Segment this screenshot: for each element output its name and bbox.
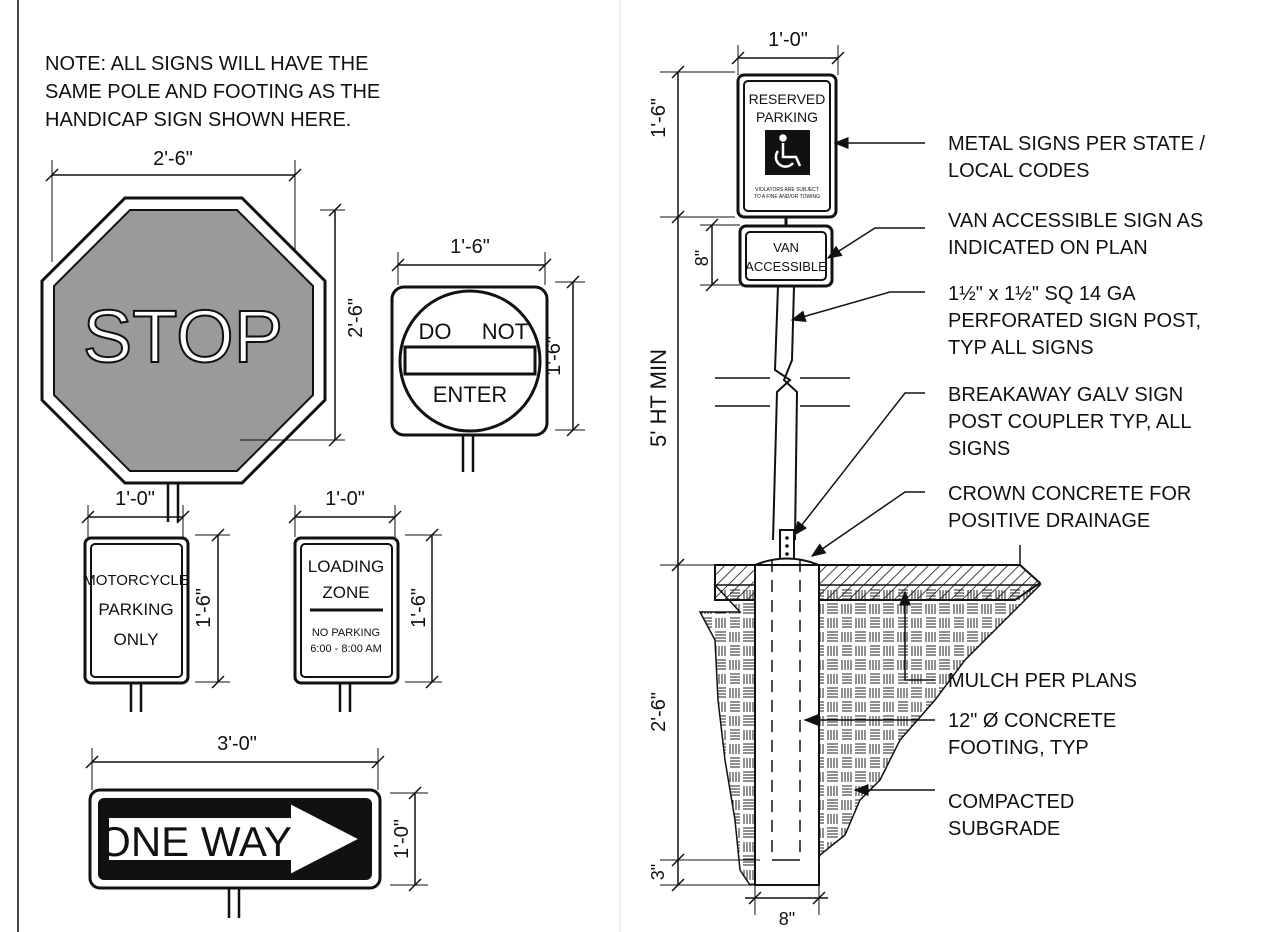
concrete-footing: [754, 564, 820, 886]
lz-line: LOADING: [308, 557, 385, 576]
lz-height-dim: 1'-6": [408, 588, 430, 628]
violators-line: TO A FINE AND/OR TOWING: [754, 194, 820, 200]
callout-line: INDICATED ON PLAN: [948, 237, 1148, 259]
do-not-enter-detail: 1'-6" DO NOT ENTER 1'-6": [390, 236, 585, 472]
callout-line: POSITIVE DRAINAGE: [948, 510, 1150, 532]
callout-line: TYP ALL SIGNS: [948, 337, 1094, 359]
callout-line: PERFORATED SIGN POST,: [948, 310, 1201, 332]
callout-line: CROWN CONCRETE FOR: [948, 483, 1191, 505]
sign-pole-detail: 1'-0" RESERVED PARKING VIOLATORS ARE SUB…: [646, 29, 1042, 929]
pole-footing-depth-dim: 2'-6": [648, 692, 670, 732]
general-note: NOTE: ALL SIGNS WILL HAVE THE SAME POLE …: [45, 53, 380, 131]
moto-width-dim: 1'-0": [115, 488, 155, 510]
van-line: ACCESSIBLE: [745, 259, 827, 274]
note-line: SAME POLE AND FOOTING AS THE: [45, 81, 380, 103]
lz-small-line: 6:00 - 8:00 AM: [310, 643, 382, 655]
compacted-subgrade: [698, 584, 1042, 886]
callout-line: VAN ACCESSIBLE SIGN AS: [948, 210, 1203, 232]
callout-line: COMPACTED: [948, 791, 1074, 813]
stop-text: STOP: [83, 295, 283, 378]
violators-line: VIOLATORS ARE SUBJECT: [755, 187, 819, 193]
pole-bottom-gap-dim: 3": [648, 864, 668, 880]
callout-line: SIGNS: [948, 438, 1010, 460]
moto-line: ONLY: [113, 630, 158, 649]
lz-small-line: NO PARKING: [312, 627, 380, 639]
pole-top-width-dim: 1'-0": [768, 29, 808, 51]
moto-line: MOTORCYCLE: [83, 572, 189, 589]
callout-line: FOOTING, TYP: [948, 737, 1089, 759]
dne-text-enter: ENTER: [433, 382, 508, 407]
pole-total-height-dim: 5' HT MIN: [646, 349, 671, 447]
stop-sign-detail: 2'-6" STOP 2'-6": [40, 148, 367, 522]
callout-line: METAL SIGNS PER STATE /: [948, 133, 1206, 155]
one-way-text: ONE WAY: [98, 818, 292, 865]
callouts: METAL SIGNS PER STATE / LOCAL CODES VAN …: [948, 133, 1206, 840]
lz-width-dim: 1'-0": [325, 488, 365, 510]
stop-width-dim: 2'-6": [153, 148, 193, 170]
loading-zone-sign-detail: 1'-0" LOADING ZONE NO PARKING 6:00 - 8:0…: [288, 488, 442, 712]
van-line: VAN: [773, 240, 799, 255]
dne-width-dim: 1'-6": [450, 236, 490, 258]
callout-line: POST COUPLER TYP, ALL: [948, 411, 1191, 433]
stop-height-dim: 2'-6": [345, 298, 367, 338]
ow-height-dim: 1'-0": [391, 819, 413, 859]
moto-height-dim: 1'-6": [193, 588, 215, 628]
dne-height-dim: 1'-6": [543, 336, 565, 376]
stop-octagon-inner: [53, 209, 314, 472]
callout-line: LOCAL CODES: [948, 160, 1090, 182]
pole-footing-width-dim: 8": [779, 909, 795, 929]
lz-line: ZONE: [322, 583, 369, 602]
handicap-symbol-icon: [765, 130, 810, 175]
note-line: HANDICAP SIGN SHOWN HERE.: [45, 109, 351, 131]
callout-line: BREAKAWAY GALV SIGN: [948, 384, 1183, 406]
reserved-line: PARKING: [756, 109, 818, 125]
moto-line: PARKING: [98, 600, 173, 619]
pole-sign-height-dim: 1'-6": [648, 98, 670, 138]
motorcycle-sign-detail: 1'-0" MOTORCYCLE PARKING ONLY 1'-6": [81, 488, 230, 712]
note-line: NOTE: ALL SIGNS WILL HAVE THE: [45, 53, 368, 75]
callout-line: 1½" x 1½" SQ 14 GA: [948, 283, 1136, 305]
callout-line: SUBGRADE: [948, 818, 1060, 840]
dne-text-not: NOT: [482, 319, 528, 344]
pole-van-height-dim: 8": [692, 250, 712, 266]
dne-text-do: DO: [419, 319, 452, 344]
ow-width-dim: 3'-0": [217, 733, 257, 755]
reserved-line: RESERVED: [749, 91, 826, 107]
callout-line: 12" Ø CONCRETE: [948, 710, 1116, 732]
callout-line: MULCH PER PLANS: [948, 670, 1137, 692]
one-way-sign-detail: 3'-0" ONE WAY 1'-0": [85, 733, 428, 918]
